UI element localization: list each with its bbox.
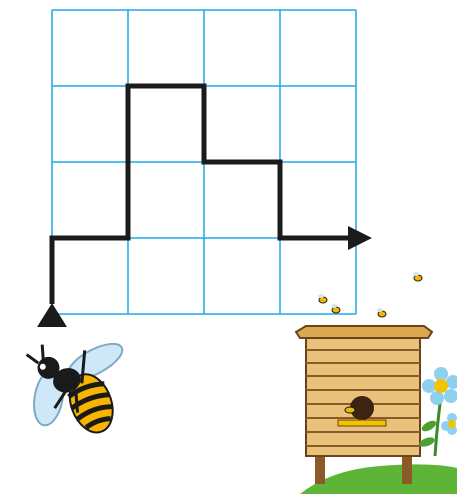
flower-icon <box>441 413 457 435</box>
small-bee-icon <box>413 272 422 281</box>
bee-icon <box>6 319 148 454</box>
small-bee-icon <box>377 308 386 317</box>
small-bee-icon <box>331 304 340 313</box>
small-bee-icon <box>318 294 327 303</box>
end-arrow-icon <box>348 226 372 250</box>
beehive-icon <box>296 326 432 484</box>
route-path <box>52 86 352 304</box>
flower-icon <box>418 367 457 456</box>
start-triangle-icon <box>37 303 67 327</box>
